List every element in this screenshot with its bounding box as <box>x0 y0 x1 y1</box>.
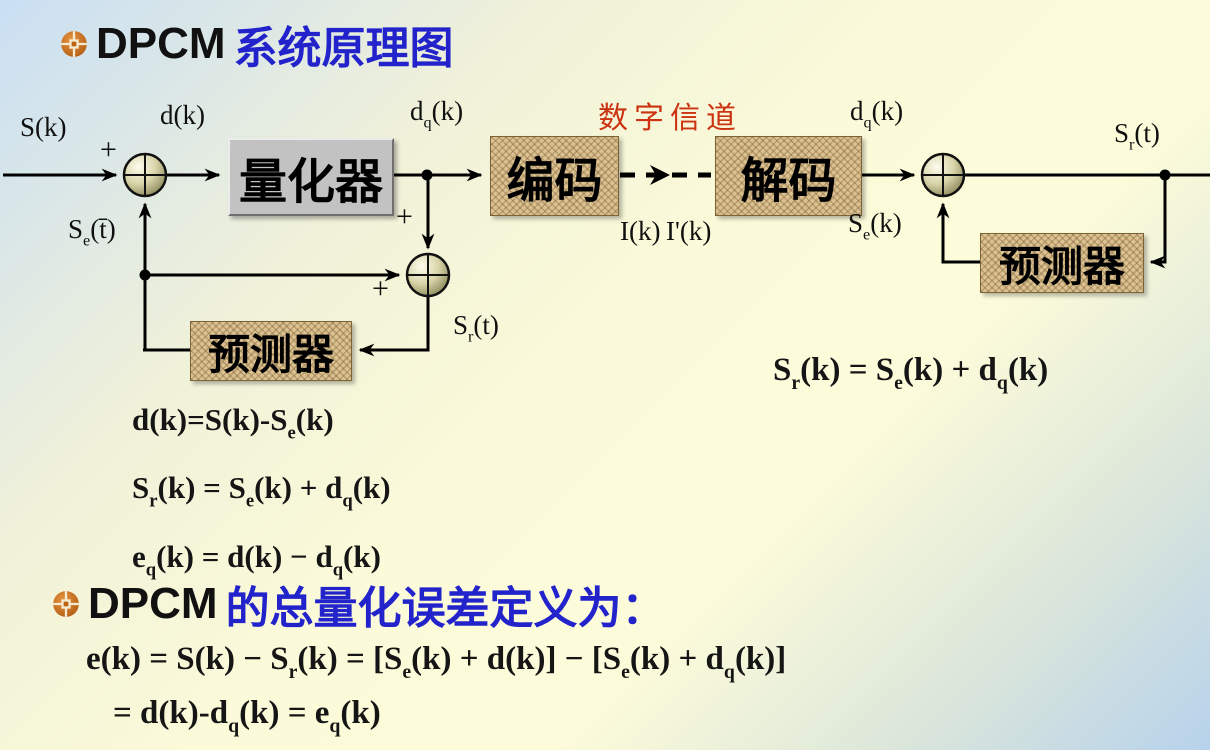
tx-formula-3: eq(k) = d(k) − dq(k) <box>132 538 381 581</box>
predictor-left-block: 预测器 <box>190 321 352 381</box>
signal-se-t-label: Se(t̄) <box>68 214 116 250</box>
signal-ik-label: I(k) <box>620 216 661 246</box>
orange-wheel-bullet-icon <box>61 31 87 57</box>
predictor-right-block: 预测器 <box>980 233 1144 293</box>
signal-dq-right-label: dq(k) <box>850 96 904 132</box>
orange-wheel-bullet-icon <box>53 591 79 617</box>
signal-se-rx-label: Se(k) <box>848 208 902 244</box>
title-text: 系统原理图 <box>233 24 454 73</box>
tx-formula-2: Sr(k) = Se(k) + dq(k) <box>132 470 391 512</box>
decoder-block: 解码 <box>715 136 862 216</box>
digital-channel-label: 数字信道 <box>598 102 742 135</box>
heading2-text: 的总量化误差定义为： <box>225 584 666 633</box>
decoder-label: 解码 <box>740 155 837 208</box>
plus-sign-left: + <box>372 272 389 305</box>
heading2-acronym: DPCM <box>88 579 218 628</box>
plus-sign-input: + <box>100 133 117 166</box>
signal-ik-prime-label: I'(k) <box>666 216 712 246</box>
tx-formula-1: d(k)=S(k)-Se(k) <box>132 402 334 444</box>
signal-sr-local-label: Sr(t) <box>453 310 499 346</box>
predictor-left-label: 预测器 <box>207 332 334 379</box>
signal-d-label: d(k) <box>160 100 205 130</box>
rx-formula: Sr(k) = Se(k) + dq(k) <box>773 352 1049 394</box>
tx-formulas: d(k)=S(k)-Se(k) Sr(k) = Se(k) + dq(k) eq… <box>132 392 391 597</box>
plus-sign-top: + <box>396 200 413 233</box>
encoder-block: 编码 <box>490 136 619 216</box>
error-formula-2: = d(k)-dq(k) = eq(k) <box>113 695 381 737</box>
title-acronym: DPCM <box>96 19 226 68</box>
quantizer-block: 量化器 <box>228 138 394 216</box>
signal-sr-out-label: Sr(t) <box>1114 118 1160 154</box>
signal-dq-left-label: dq(k) <box>410 96 464 132</box>
error-formula-1: e(k) = S(k) − Sr(k) = [Se(k) + d(k)] − [… <box>86 641 787 683</box>
predictor-right-label: 预测器 <box>998 244 1125 291</box>
quantizer-label: 量化器 <box>238 156 383 209</box>
encoder-label: 编码 <box>506 155 603 208</box>
signal-input-label: S(k) <box>20 112 67 142</box>
